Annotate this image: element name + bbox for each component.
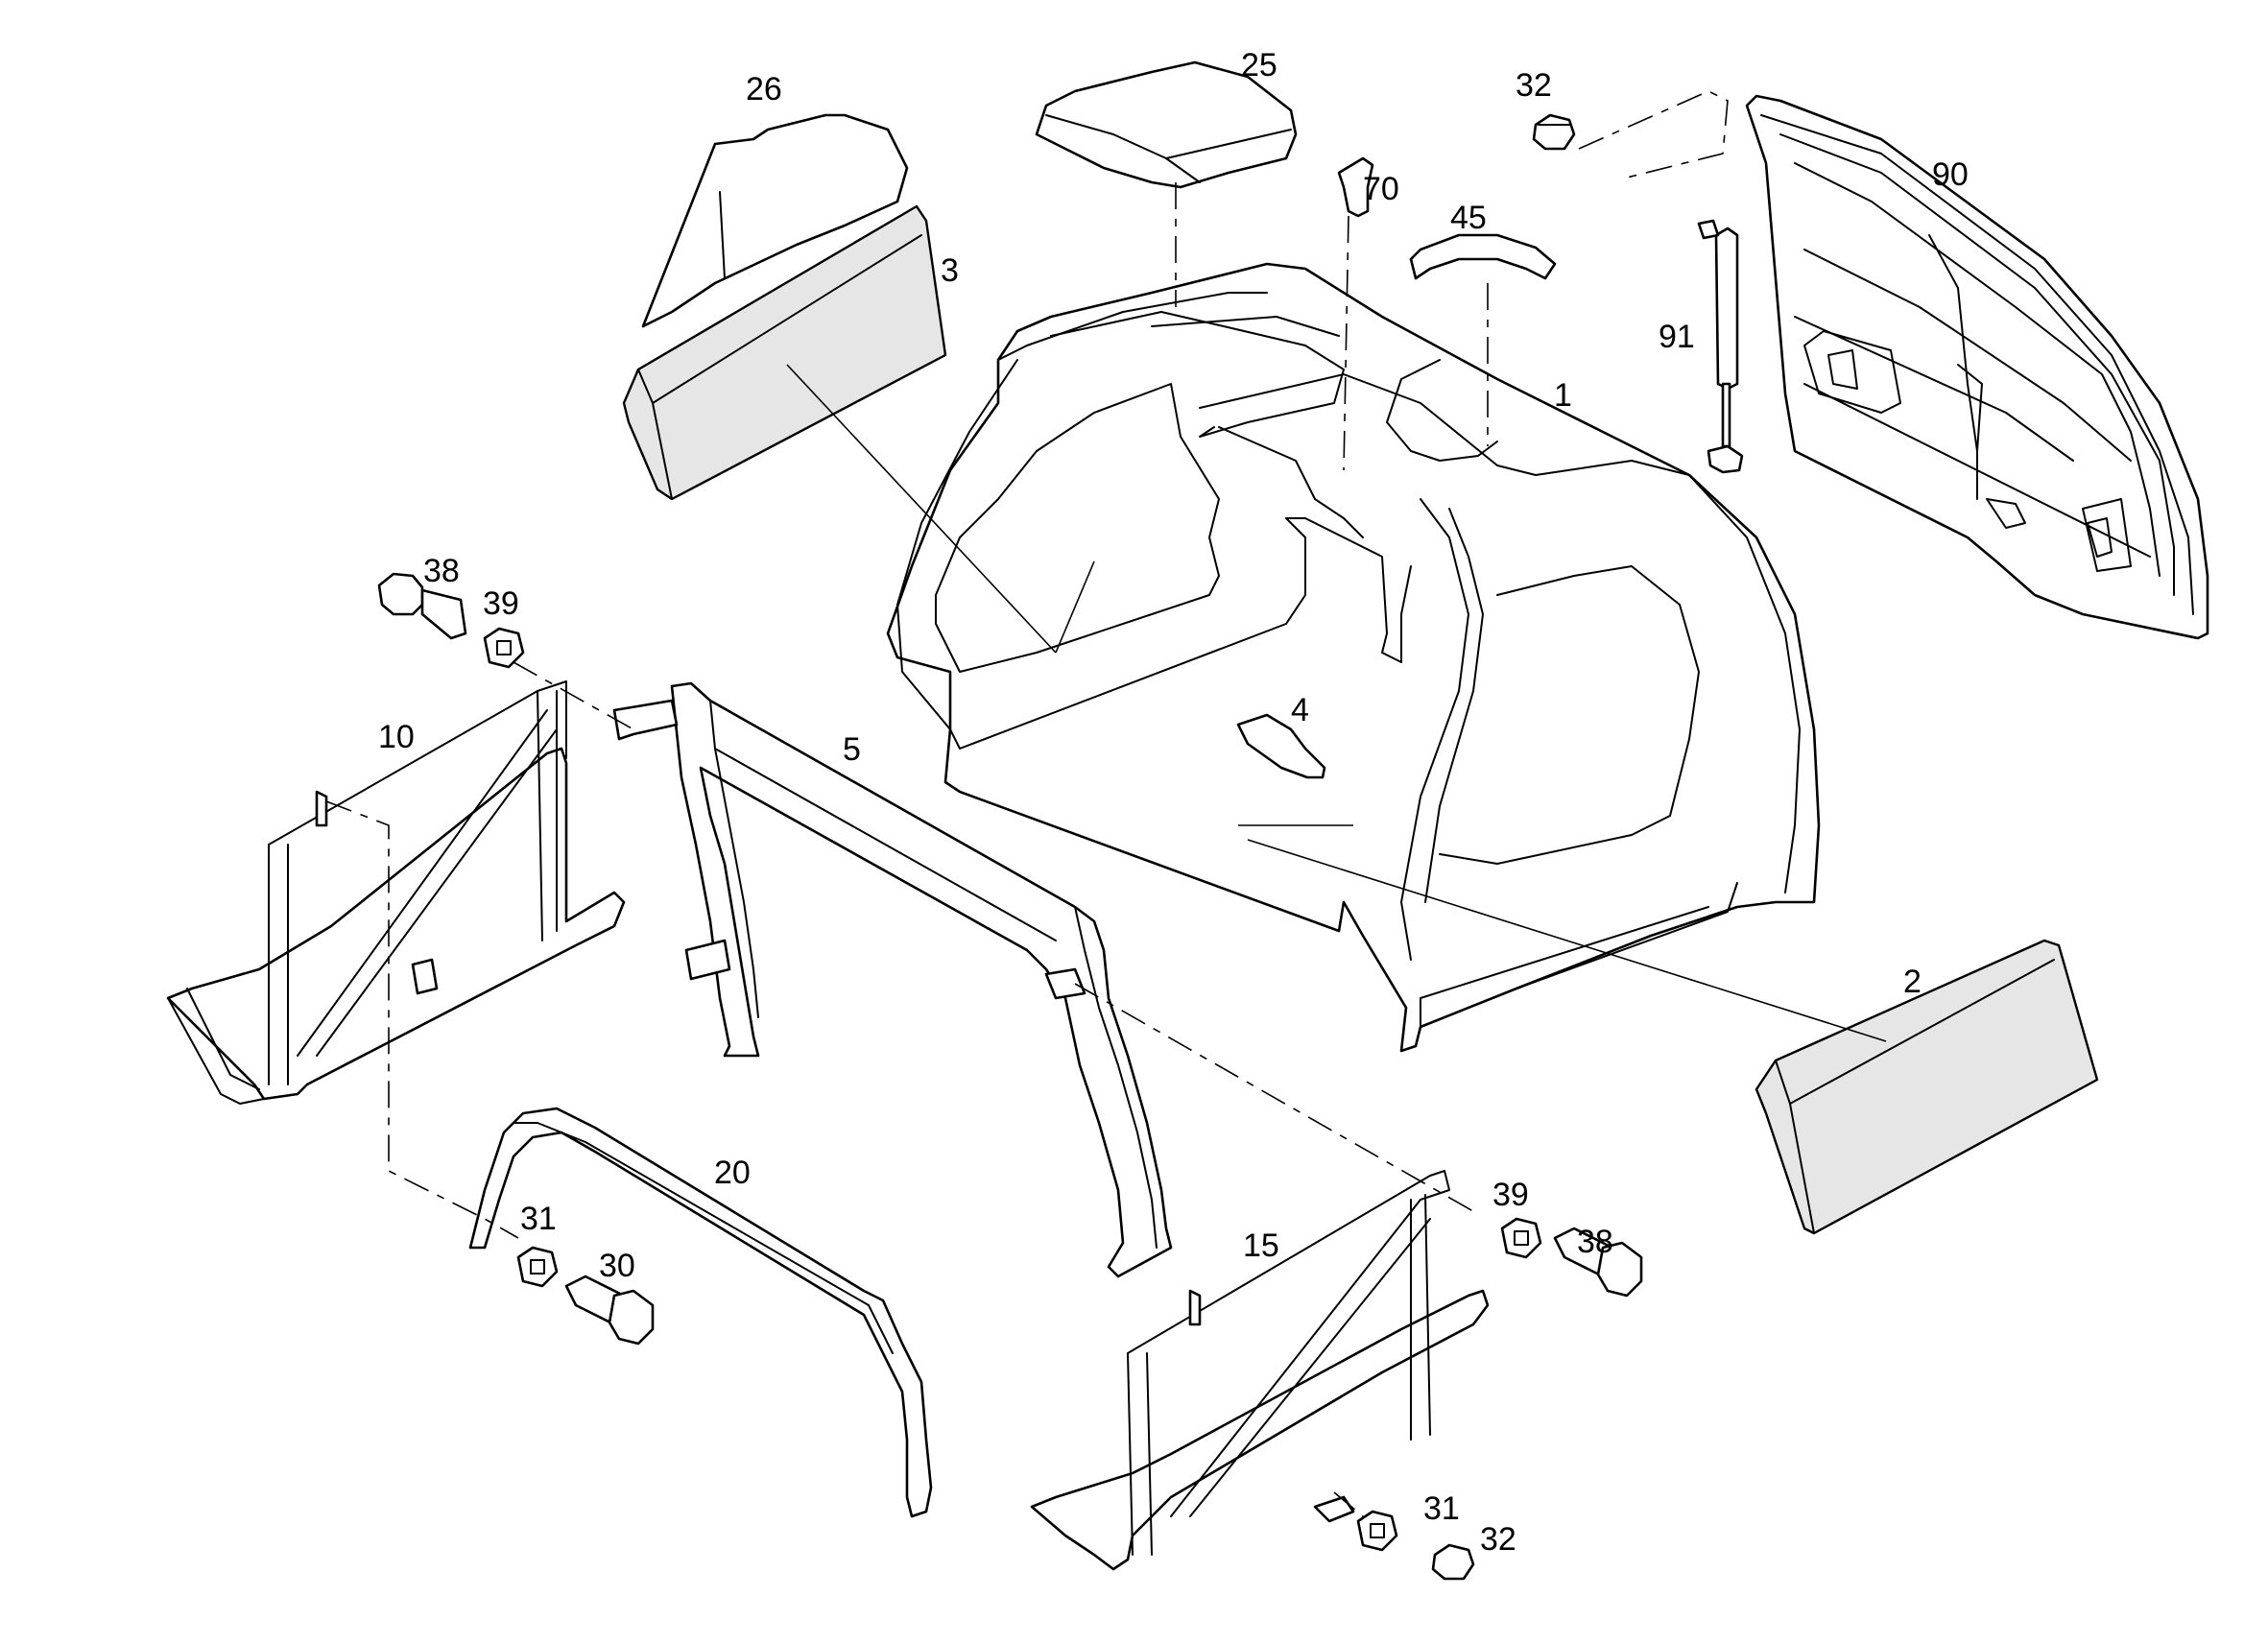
callout-5: 5 — [843, 731, 861, 768]
callout-45: 45 — [1450, 200, 1487, 236]
callout-25: 25 — [1241, 47, 1277, 83]
callout-32-bottom: 32 — [1480, 1521, 1516, 1558]
gas-strut-part — [1697, 219, 1744, 474]
curved-seal-part — [1409, 233, 1557, 280]
left-frame-part — [166, 680, 626, 1105]
bolt-38-right — [1553, 1227, 1643, 1298]
bent-rail-part — [468, 1107, 933, 1518]
washer-31-left — [516, 1246, 559, 1288]
callout-15: 15 — [1243, 1227, 1279, 1264]
callout-30: 30 — [599, 1248, 635, 1284]
callout-39-right: 39 — [1492, 1177, 1529, 1213]
sealant-tube-part — [1236, 713, 1326, 779]
callout-39-left: 39 — [483, 585, 519, 622]
callout-91: 91 — [1659, 319, 1695, 355]
callout-10: 10 — [378, 719, 415, 755]
washer-39-left — [483, 627, 525, 669]
callout-70: 70 — [1363, 171, 1399, 207]
callout-38-right: 38 — [1577, 1224, 1613, 1260]
right-frame-part — [1030, 1170, 1490, 1571]
cab-shell-part — [886, 262, 1821, 1053]
callout-4: 4 — [1291, 692, 1309, 728]
washer-31-right — [1356, 1510, 1398, 1552]
callout-31-left: 31 — [520, 1201, 557, 1237]
upper-glass-panel-part — [622, 204, 947, 501]
callout-2: 2 — [1903, 964, 1922, 1000]
callout-20: 20 — [714, 1155, 751, 1191]
callout-26: 26 — [746, 71, 782, 107]
nut-32-top — [1532, 113, 1576, 151]
washer-39-right — [1500, 1217, 1542, 1259]
callout-38-left: 38 — [423, 553, 460, 589]
bolt-30 — [564, 1275, 655, 1346]
callout-1: 1 — [1554, 377, 1572, 414]
callout-90: 90 — [1932, 156, 1969, 193]
callout-32-top: 32 — [1516, 67, 1552, 104]
callout-31-right: 31 — [1423, 1490, 1460, 1527]
push-pin-part — [1337, 156, 1374, 218]
rear-door-part — [1745, 94, 2209, 640]
lower-glass-panel-part — [1755, 939, 2099, 1235]
callout-labels: 26 25 32 90 70 45 3 91 1 38 39 10 4 5 2 … — [378, 47, 1969, 1558]
nut-32-bottom — [1431, 1543, 1475, 1581]
roof-cover-part — [1035, 60, 1298, 189]
leader-lines — [325, 90, 1887, 1517]
bolt-38-left — [377, 572, 467, 640]
curved-frame-part — [612, 681, 1173, 1278]
callout-3: 3 — [941, 252, 959, 289]
upper-side-panel-part — [641, 113, 909, 328]
